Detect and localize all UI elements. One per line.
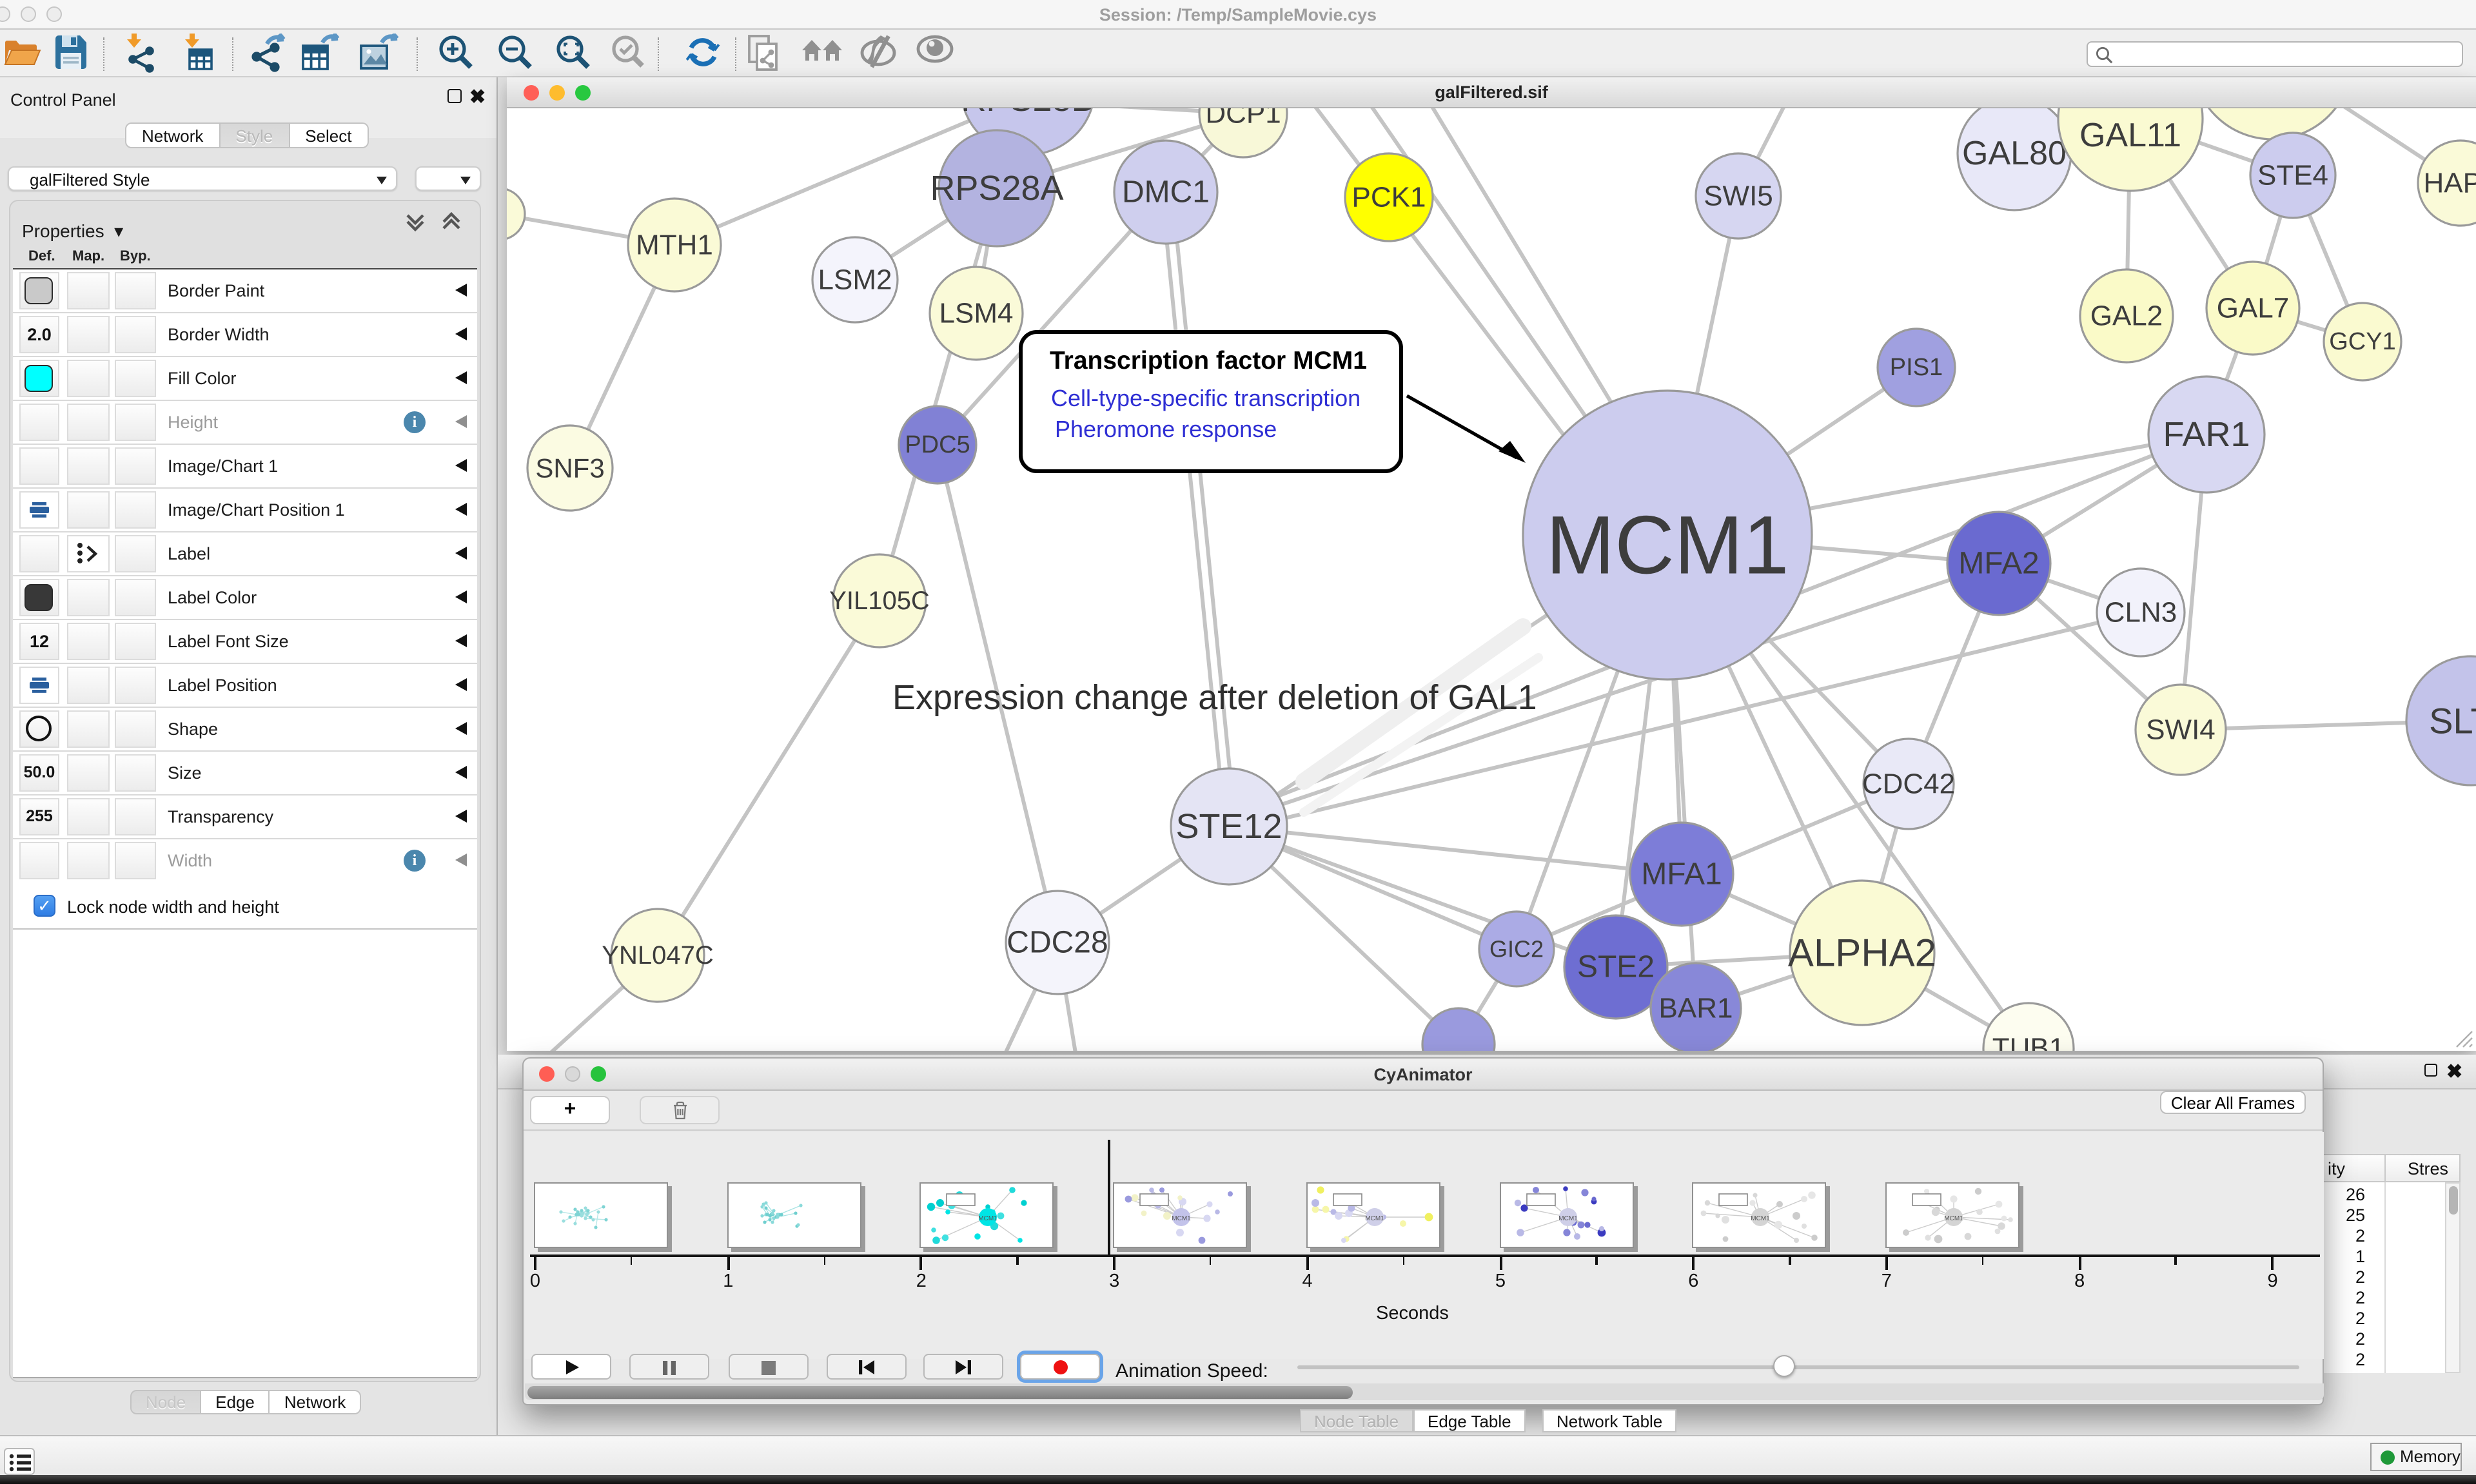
- svg-text:MTH1: MTH1: [636, 229, 713, 261]
- svg-text:HAP2: HAP2: [2424, 168, 2476, 199]
- svg-text:DCP1: DCP1: [1205, 108, 1281, 130]
- svg-text:GAL7: GAL7: [2217, 293, 2290, 324]
- svg-text:GIC2: GIC2: [1489, 936, 1544, 962]
- svg-text:MCM1: MCM1: [1546, 500, 1789, 592]
- svg-text:PCK1: PCK1: [1352, 182, 1426, 213]
- svg-text:CDC42: CDC42: [1862, 768, 1955, 800]
- svg-text:MCM1: MCM1: [1751, 1215, 1771, 1222]
- svg-text:CDC28: CDC28: [1007, 926, 1108, 960]
- svg-text:BAR1: BAR1: [1659, 993, 1733, 1024]
- svg-text:FAR1: FAR1: [2163, 415, 2250, 454]
- svg-text:SWI4: SWI4: [2146, 714, 2216, 746]
- svg-text:MCM1: MCM1: [979, 1215, 998, 1222]
- svg-text:GAL11: GAL11: [2079, 117, 2181, 154]
- svg-text:RPS28A: RPS28A: [930, 169, 1063, 208]
- svg-text:LSM2: LSM2: [818, 264, 892, 296]
- svg-text:PIS1: PIS1: [1890, 354, 1943, 381]
- svg-text:TUB1: TUB1: [1992, 1033, 2065, 1051]
- svg-text:SNF3: SNF3: [535, 453, 604, 483]
- svg-text:LSM4: LSM4: [939, 298, 1014, 329]
- svg-text:RPS28B: RPS28B: [961, 108, 1094, 119]
- svg-text:GCY1: GCY1: [2329, 328, 2395, 355]
- svg-text:ALPHA2: ALPHA2: [1788, 932, 1936, 975]
- svg-text:GAL2: GAL2: [2090, 300, 2163, 332]
- svg-text:PDC5: PDC5: [905, 431, 970, 458]
- svg-text:STE4: STE4: [2257, 160, 2328, 191]
- svg-text:SLT2: SLT2: [2429, 701, 2476, 741]
- svg-text:YNL047C: YNL047C: [602, 941, 713, 970]
- svg-text:GAL80: GAL80: [1962, 135, 2067, 172]
- svg-text:MFA2: MFA2: [1958, 547, 2039, 581]
- svg-text:MCM1: MCM1: [1365, 1215, 1384, 1222]
- svg-text:STE2: STE2: [1577, 950, 1655, 984]
- svg-text:SWI5: SWI5: [1704, 181, 1773, 212]
- svg-text:MFA1: MFA1: [1641, 857, 1722, 892]
- svg-text:YIL105C: YIL105C: [829, 587, 930, 615]
- svg-text:STE12: STE12: [1175, 807, 1282, 846]
- svg-text:CLN3: CLN3: [2105, 597, 2177, 629]
- svg-text:MCM1: MCM1: [1172, 1215, 1191, 1222]
- svg-text:MCM1: MCM1: [1558, 1215, 1577, 1222]
- svg-text:MCM1: MCM1: [1944, 1215, 1963, 1222]
- svg-text:DMC1: DMC1: [1122, 175, 1210, 210]
